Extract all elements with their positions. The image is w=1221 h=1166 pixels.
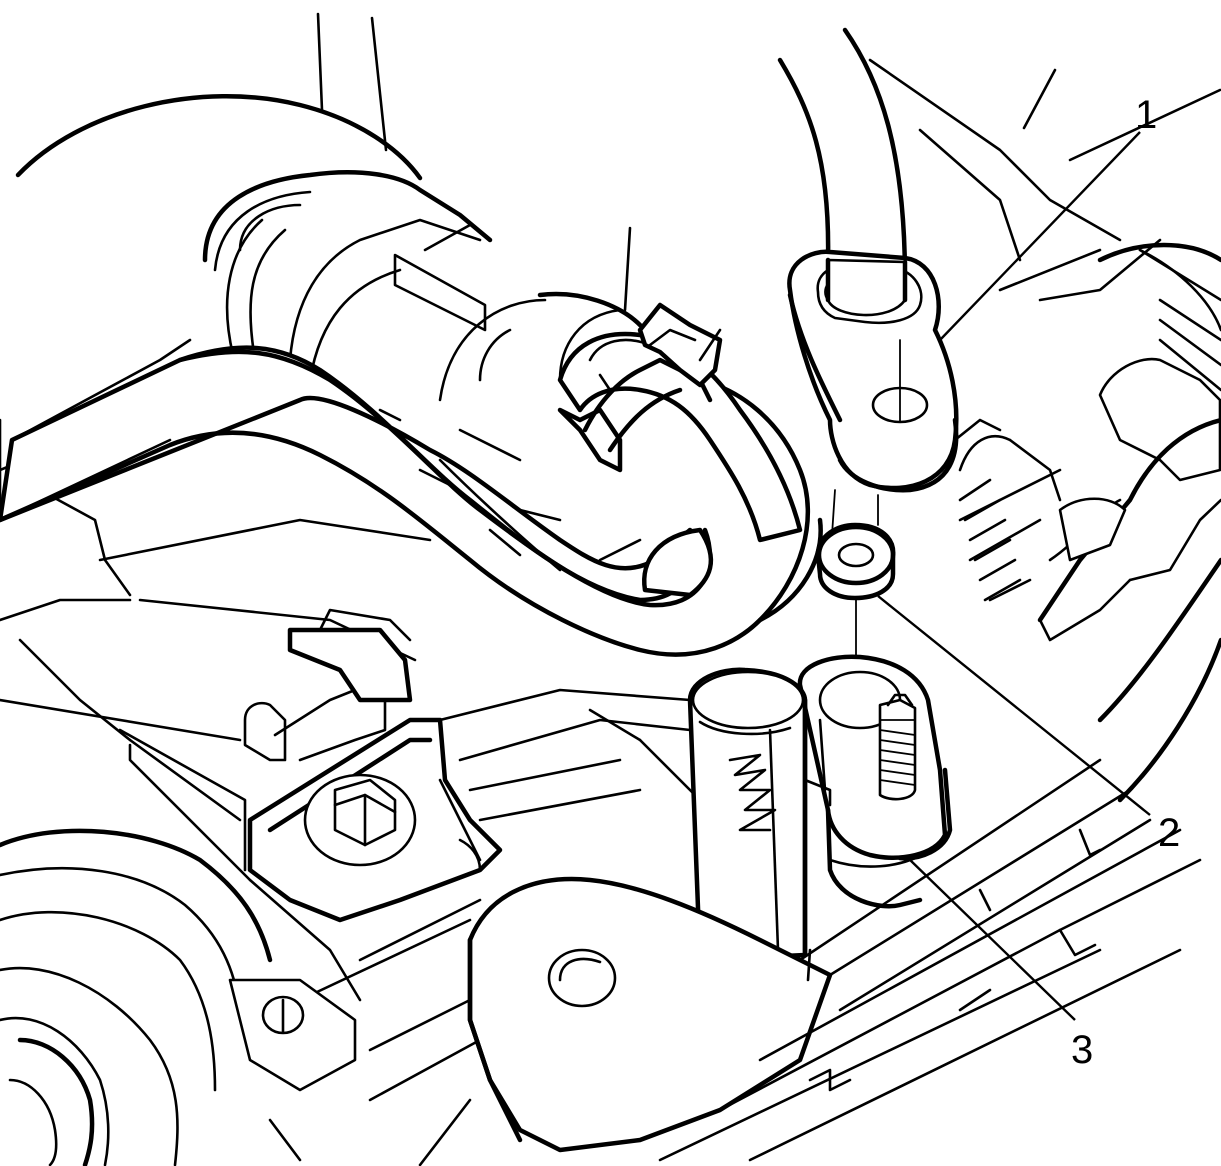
support-post <box>687 667 832 963</box>
mounting-boss <box>797 654 953 909</box>
callout-leaders <box>877 131 1151 1021</box>
leader-line-1 <box>939 131 1141 341</box>
washer <box>815 489 896 736</box>
callout-1: 1 <box>1135 93 1157 137</box>
right-components <box>953 242 1221 803</box>
lower-flange <box>467 758 1202 1162</box>
callout-3: 3 <box>1071 1028 1093 1072</box>
hose-clamp <box>557 302 723 473</box>
pipe-bracket <box>777 27 959 493</box>
hex-bolt-bracket <box>243 608 503 923</box>
leader-line-2 <box>877 595 1151 816</box>
left-casting <box>0 418 362 1166</box>
leader-line-3 <box>907 857 1076 1021</box>
callout-2: 2 <box>1158 811 1180 855</box>
